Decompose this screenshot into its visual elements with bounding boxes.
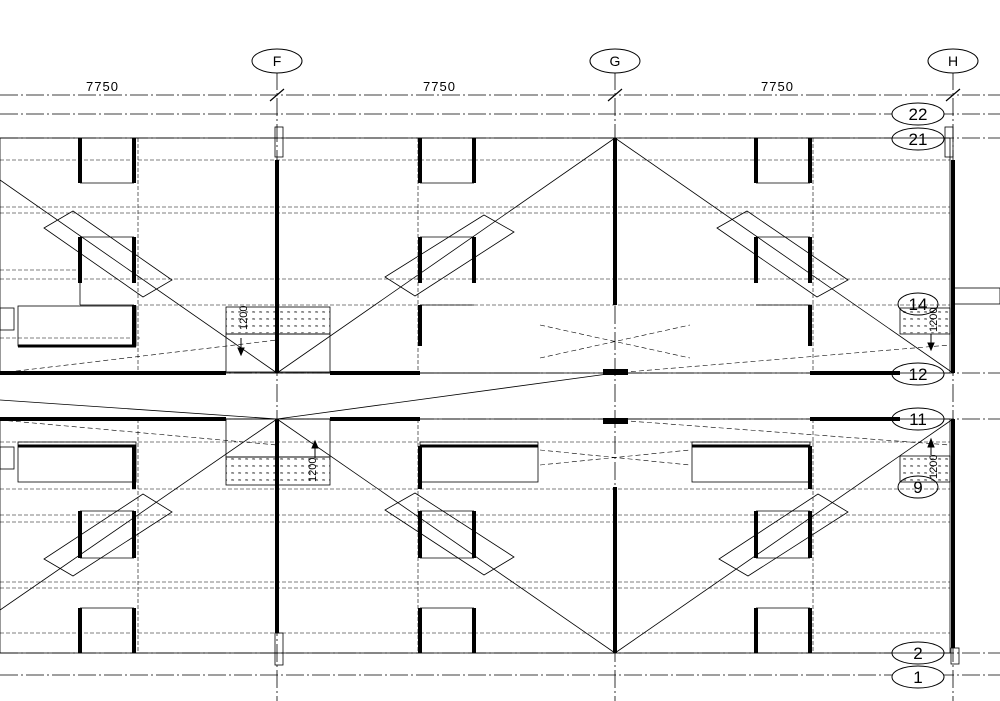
- row-label: 11: [909, 410, 927, 429]
- opening-cross: [0, 324, 951, 466]
- row-label: 22: [909, 105, 928, 124]
- row-label: 12: [909, 365, 928, 384]
- row-label: 9: [913, 478, 922, 497]
- row-label: 2: [913, 644, 922, 663]
- room-outlines: [0, 126, 1000, 666]
- direction-arrows: [237, 334, 935, 458]
- opening-label: 1200: [928, 308, 940, 332]
- opening-label: 1200: [928, 455, 940, 479]
- hatched-openings: [225, 306, 951, 486]
- opening-label: 1200: [307, 458, 319, 482]
- beam-outlines: [0, 138, 950, 653]
- axis-bubble-g: G: [589, 48, 641, 74]
- row-label: 21: [909, 130, 928, 149]
- dimension-label: 7750: [423, 79, 456, 94]
- dimension-ticks: [269, 88, 961, 102]
- opening-label: 1200: [238, 306, 250, 330]
- axis-label: F: [273, 53, 282, 69]
- axis-bubble-f: F: [251, 48, 303, 74]
- dimension-label: 7750: [86, 79, 119, 94]
- dimension-label: 7750: [761, 79, 794, 94]
- axis-label: H: [948, 53, 958, 69]
- row-label: 1: [913, 668, 922, 687]
- slab-diagonals: [0, 137, 954, 654]
- axis-label: G: [610, 53, 621, 69]
- row-bubbles: 22 21 14 12 11 9 2 1: [891, 102, 945, 689]
- thick-walls: [0, 138, 955, 653]
- axis-bubble-h: H: [927, 48, 979, 74]
